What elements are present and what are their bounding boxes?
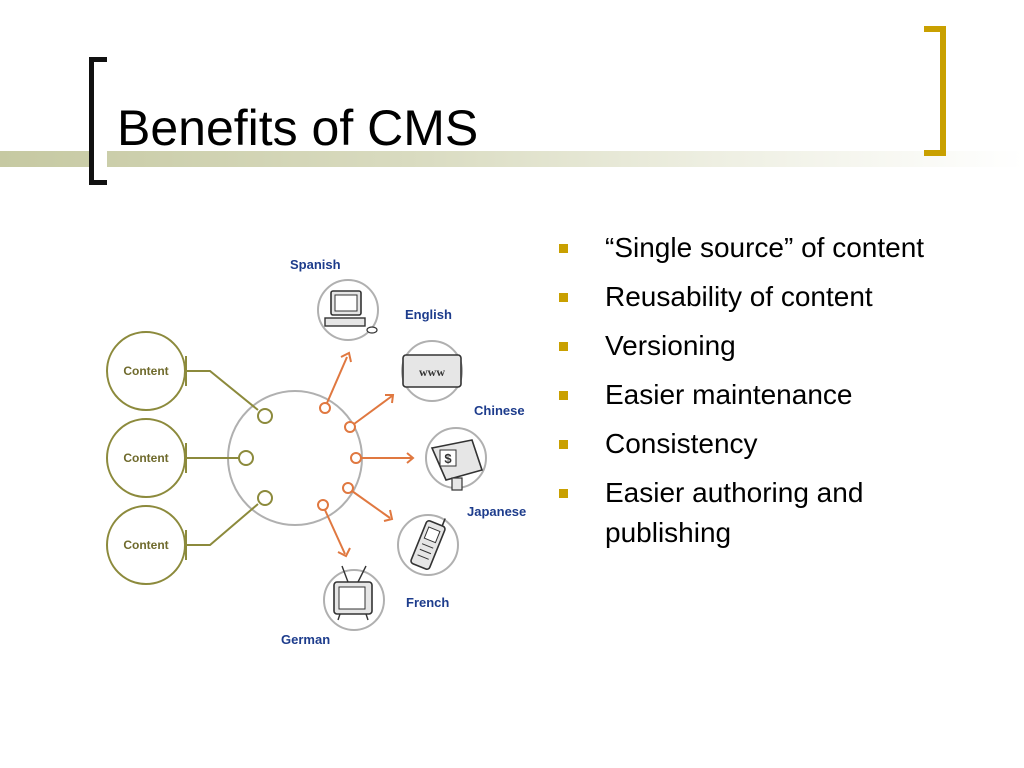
title-band (0, 151, 1024, 167)
www-label: www (419, 365, 445, 379)
bullet-square-icon (559, 391, 568, 400)
language-label-english: English (405, 307, 452, 322)
bullet-square-icon (559, 342, 568, 351)
list-item: Easier authoring and publishing (556, 473, 996, 553)
language-label-spanish: Spanish (290, 257, 341, 272)
list-item: Reusability of content (556, 277, 996, 317)
list-item: Consistency (556, 424, 996, 464)
language-label-chinese: Chinese (474, 403, 525, 418)
list-item: Easier maintenance (556, 375, 996, 415)
content-label: Content (123, 538, 168, 552)
output-connectors (317, 351, 415, 558)
content-source-3: Content (106, 505, 186, 585)
bullet-square-icon (559, 440, 568, 449)
language-label-german: German (281, 632, 330, 647)
right-bracket-decoration (924, 26, 946, 156)
bullet-square-icon (559, 489, 568, 498)
mobile-phone-icon (397, 514, 459, 576)
content-source-1: Content (106, 331, 186, 411)
list-item: Versioning (556, 326, 996, 366)
bullet-text: Reusability of content (605, 281, 873, 312)
bullet-text: Consistency (605, 428, 758, 459)
television-icon (323, 565, 385, 631)
cms-diagram: Content Content Content (106, 257, 526, 647)
content-connectors (185, 356, 273, 560)
benefits-list: “Single source” of content Reusability o… (556, 228, 996, 562)
left-bracket-decoration (89, 57, 107, 185)
bullet-square-icon (559, 293, 568, 302)
bullet-text: Versioning (605, 330, 736, 361)
content-label: Content (123, 364, 168, 378)
slide-title: Benefits of CMS (117, 100, 479, 156)
bullet-text: “Single source” of content (605, 232, 925, 263)
bullet-text: Easier authoring and publishing (605, 477, 864, 548)
website-icon: www (401, 340, 463, 402)
dollar-label: $ (444, 451, 452, 466)
language-label-french: French (406, 595, 449, 610)
content-label: Content (123, 451, 168, 465)
bullet-square-icon (559, 244, 568, 253)
kiosk-icon: $ (425, 427, 487, 491)
list-item: “Single source” of content (556, 228, 996, 268)
desktop-computer-icon (317, 279, 379, 341)
content-source-2: Content (106, 418, 186, 498)
language-label-japanese: Japanese (467, 504, 526, 519)
bullet-text: Easier maintenance (605, 379, 853, 410)
